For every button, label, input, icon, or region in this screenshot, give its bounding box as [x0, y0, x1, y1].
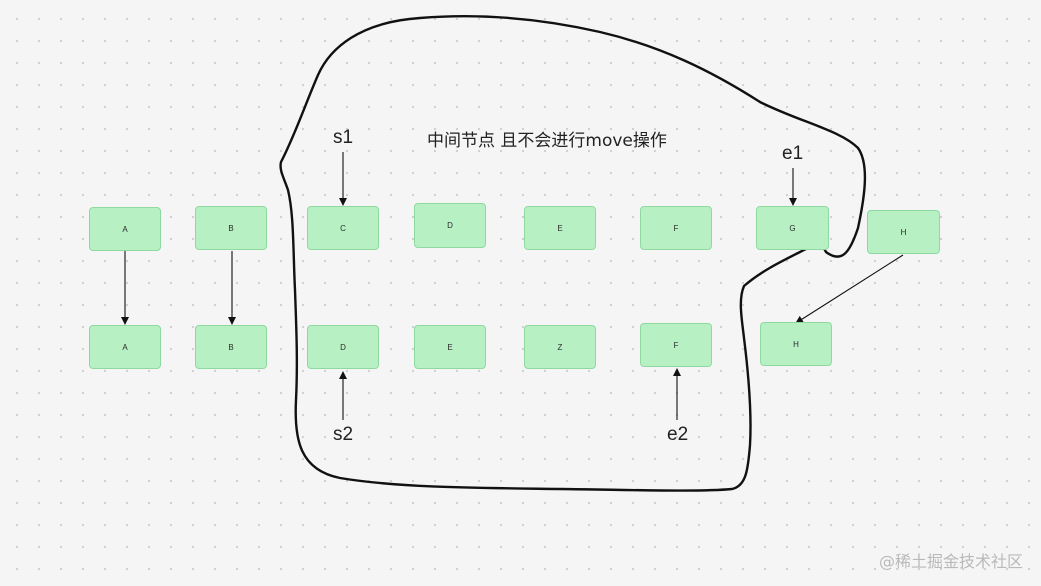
node-old-d: D [414, 203, 486, 248]
watermark-text: @稀土掘金技术社区 [878, 552, 1023, 571]
node-new-d: D [307, 325, 379, 369]
pointer-label-s1: s1 [333, 127, 354, 148]
node-old-b: B [195, 206, 267, 250]
pointer-label-s2: s2 [333, 424, 354, 445]
node-new-a: A [89, 325, 161, 369]
node-new-h: H [760, 322, 832, 366]
pointer-label-e1: e1 [782, 143, 804, 164]
node-old-c: C [307, 206, 379, 250]
node-old-g: G [756, 206, 829, 250]
diagram-title: 中间节点 且不会进行move操作 [427, 131, 667, 151]
node-old-f: F [640, 206, 712, 250]
node-new-f: F [640, 323, 712, 367]
pointer-label-e2: e2 [667, 424, 689, 445]
node-new-z: Z [524, 325, 596, 369]
node-old-h: H [867, 210, 940, 254]
arrow-h-to-h [795, 254, 904, 324]
node-old-e: E [524, 206, 596, 250]
node-new-b: B [195, 325, 267, 369]
node-new-e: E [414, 325, 486, 369]
middle-nodes-boundary [279, 15, 867, 492]
node-old-a: A [89, 207, 161, 251]
